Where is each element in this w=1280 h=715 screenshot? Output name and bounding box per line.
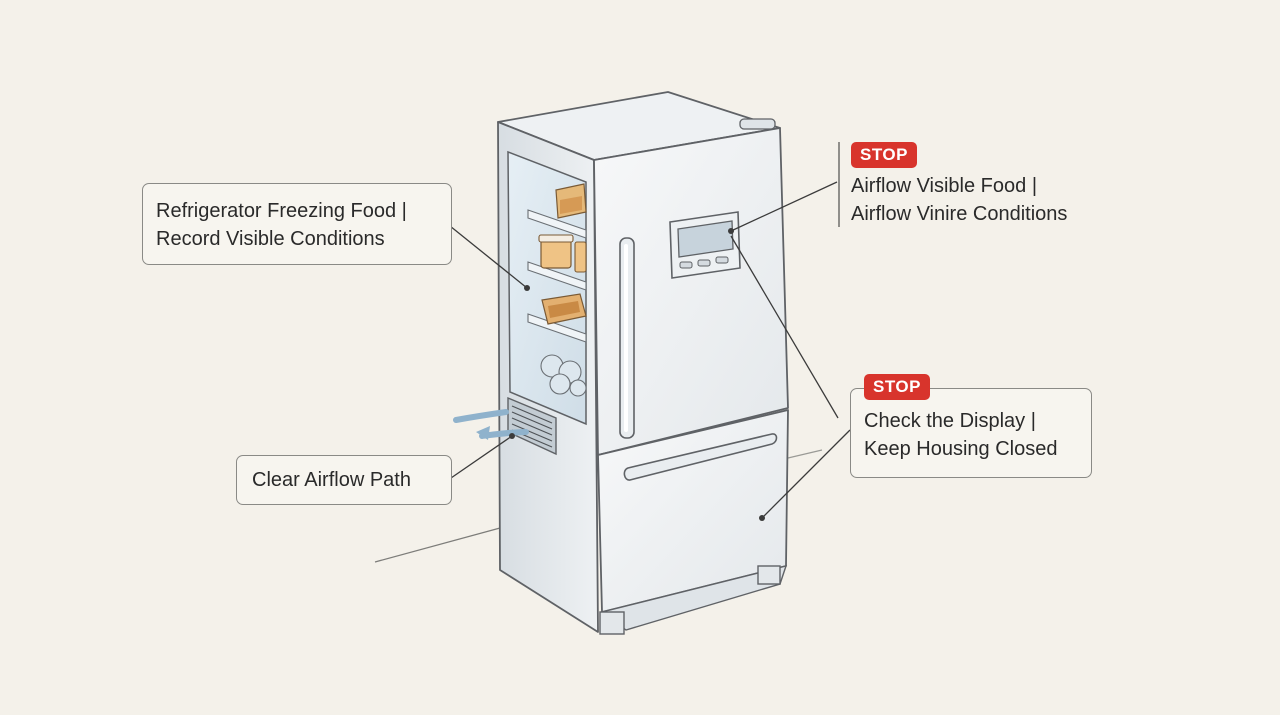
glass-interior <box>507 150 587 426</box>
frozen-items <box>540 354 587 397</box>
callout-stop-display: Check the Display | Keep Housing Closed <box>850 388 1092 478</box>
leader-airflow-path <box>450 435 513 479</box>
leader-display-2 <box>761 429 851 519</box>
leader-conditions <box>449 225 528 289</box>
drawer-handle <box>623 433 778 481</box>
leader-dots <box>509 228 765 521</box>
callout-stop-airflow: Airflow Visible Food | Airflow Vinire Co… <box>851 172 1067 228</box>
callout-conditions: Refrigerator Freezing Food | Record Visi… <box>142 183 452 265</box>
callout-stop-display-line2: Keep Housing Closed <box>864 438 1058 460</box>
food-jar <box>538 234 587 273</box>
food-tray <box>541 293 587 325</box>
callout-airflow-path: Clear Airflow Path <box>236 455 452 505</box>
leader-stop-airflow <box>730 181 838 232</box>
leader-lines <box>449 181 851 519</box>
callout-conditions-line2: Record Visible Conditions <box>156 228 385 250</box>
stop-badge-airflow: STOP <box>851 142 917 168</box>
callout-conditions-line1: Refrigerator Freezing Food | <box>156 200 407 222</box>
floor-lines <box>374 449 823 563</box>
callout-airflow-path-label: Clear Airflow Path <box>252 469 411 491</box>
airflow-arrows <box>453 409 529 440</box>
stop-badge-display: STOP <box>864 374 930 400</box>
upper-door <box>593 127 789 456</box>
callout-stop-airflow-line2: Airflow Vinire Conditions <box>851 203 1068 225</box>
control-display-panel <box>669 211 741 279</box>
leader-display-1 <box>730 235 839 419</box>
fridge-base <box>599 565 788 635</box>
callout-stop-display-line1: Check the Display | <box>864 410 1036 432</box>
door-handle-vertical <box>619 237 635 439</box>
callout-stop-airflow-line1: Airflow Visible Food | <box>851 175 1038 197</box>
food-container-top <box>555 183 587 219</box>
